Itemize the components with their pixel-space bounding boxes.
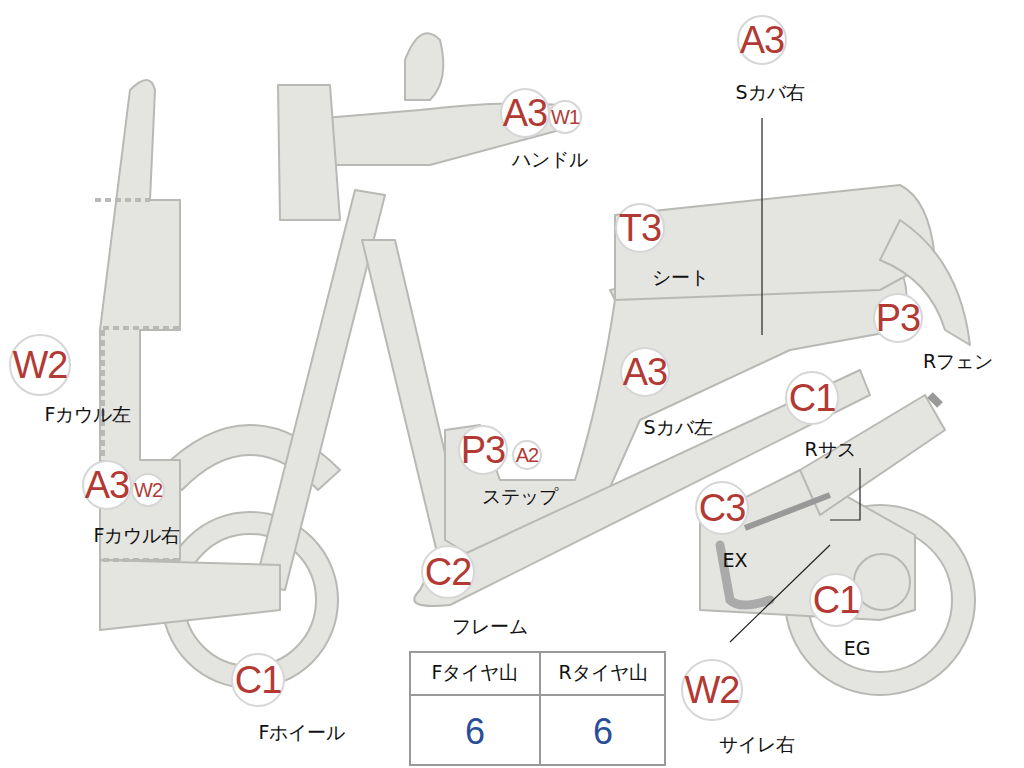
callout-circle: W2 xyxy=(681,659,743,721)
part-name: シート xyxy=(652,265,709,291)
callout-circle: W2 xyxy=(131,473,165,507)
callout-circle: P3 xyxy=(458,425,508,475)
callout-circle: A2 xyxy=(512,440,542,470)
callout-number: A3 xyxy=(85,464,129,507)
callout-circle: C2 xyxy=(421,545,475,599)
callout-circle: A3 xyxy=(82,460,132,510)
callout-number: W1 xyxy=(551,106,579,129)
callout-circle: C3 xyxy=(695,481,749,535)
callout-number: P3 xyxy=(461,429,505,472)
table-cell: 6 xyxy=(593,711,613,753)
part-name: Fホイール xyxy=(259,720,346,746)
callout-number: A3 xyxy=(740,19,784,62)
part-name: ステップ xyxy=(482,484,558,510)
part-name: Sカバ左 xyxy=(643,415,712,441)
part-name: Rサス xyxy=(804,437,855,463)
callout-circle: A3 xyxy=(737,15,787,65)
callout-number: T3 xyxy=(619,207,661,250)
callout-number: C1 xyxy=(789,377,836,420)
callout-circle: P3 xyxy=(873,293,923,343)
callout-circle: C1 xyxy=(809,573,863,627)
callout-circle: C1 xyxy=(231,653,285,707)
callout-number: P3 xyxy=(876,297,920,340)
part-name: Fカウル左 xyxy=(45,402,132,428)
part-name: EX xyxy=(722,549,747,571)
callout-number: W2 xyxy=(13,344,68,387)
part-name: Fカウル右 xyxy=(94,523,181,549)
callout-circle: A3 xyxy=(500,88,550,138)
callout-number: C1 xyxy=(235,659,282,702)
part-name: Rフェン xyxy=(923,349,993,375)
callout-number: W2 xyxy=(685,669,740,712)
callout-number: A2 xyxy=(516,444,538,467)
callout-circle: T3 xyxy=(615,203,665,253)
callout-number: A3 xyxy=(623,351,667,394)
table-cell: Fタイヤ山 xyxy=(432,660,519,686)
callout-number: C1 xyxy=(813,579,860,622)
part-name: ハンドル xyxy=(512,147,588,173)
part-name: サイレ右 xyxy=(719,732,795,758)
table-cell: Rタイヤ山 xyxy=(558,660,647,686)
callout-number: C2 xyxy=(425,551,472,594)
callout-circle: C1 xyxy=(785,371,839,425)
callout-circle: W1 xyxy=(548,100,582,134)
callout-circle: A3 xyxy=(620,347,670,397)
part-name: EG xyxy=(844,637,871,659)
callout-number: C3 xyxy=(699,487,746,530)
callout-circle: W2 xyxy=(9,334,71,396)
callout-number: W2 xyxy=(134,479,162,502)
callout-number: A3 xyxy=(503,92,547,135)
part-name: フレーム xyxy=(452,614,528,640)
table-cell: 6 xyxy=(465,711,485,753)
part-name: Sカバ右 xyxy=(735,80,804,106)
